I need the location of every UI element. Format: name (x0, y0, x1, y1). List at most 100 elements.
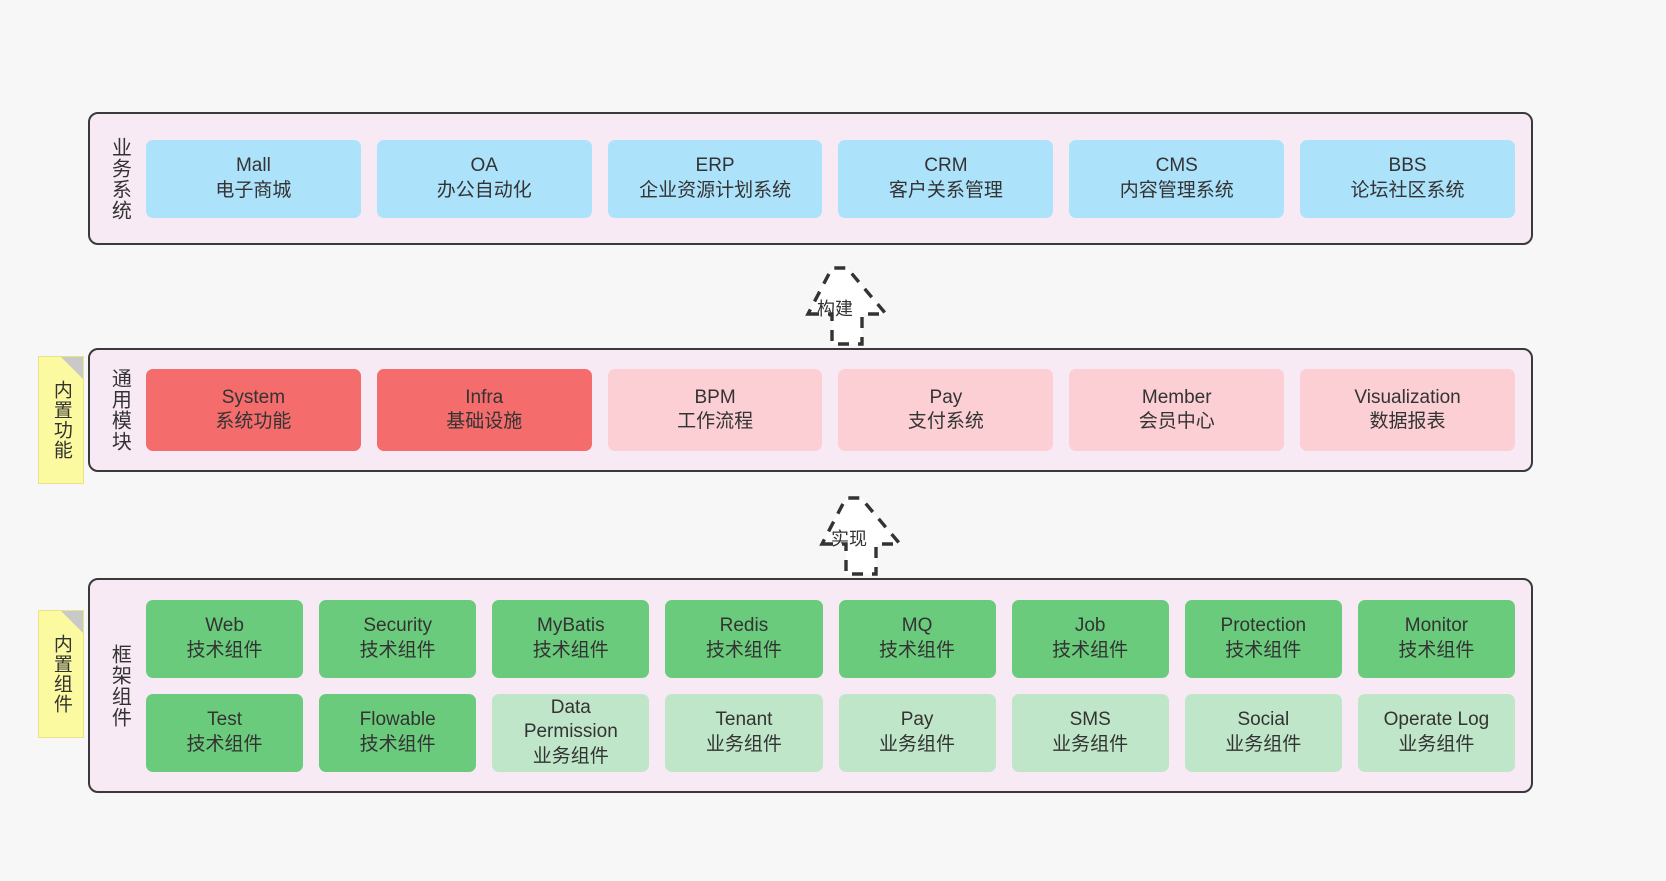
card-title: Test (207, 709, 242, 731)
card-row: System 系统功能 Infra 基础设施 BPM 工作流程 Pay 支付系统… (146, 369, 1515, 451)
card-title: Job (1074, 615, 1106, 637)
card-title: BPM (694, 386, 736, 408)
card-title: MyBatis (537, 615, 605, 637)
card-subtitle: 技术组件 (359, 733, 436, 755)
card-job[interactable]: Job 技术组件 (1011, 599, 1169, 678)
card-subtitle: 技术组件 (1225, 639, 1302, 661)
card-subtitle: 电子商城 (215, 179, 292, 201)
card-title: Pay (929, 386, 963, 408)
card-subtitle: 企业资源计划系统 (639, 179, 792, 201)
card-subtitle: 技术组件 (186, 639, 263, 661)
card-subtitle: 业务组件 (879, 733, 956, 755)
note-fold-corner-icon (61, 357, 83, 379)
card-subtitle: 会员中心 (1138, 411, 1215, 432)
card-title: Member (1141, 386, 1212, 408)
card-subtitle: 技术组件 (186, 733, 263, 755)
card-row-business: Test 技术组件 Flowable 技术组件 Data Permission … (146, 693, 1515, 772)
card-security[interactable]: Security 技术组件 (319, 599, 477, 678)
card-title: Redis (719, 615, 769, 637)
connector-implement-label: 实现 (831, 529, 867, 549)
card-infra[interactable]: Infra 基础设施 (376, 369, 592, 451)
card-title: Monitor (1404, 615, 1469, 637)
card-subtitle: 工作流程 (677, 411, 754, 432)
card-erp[interactable]: ERP 企业资源计划系统 (607, 139, 823, 218)
card-flowable[interactable]: Flowable 技术组件 (319, 693, 477, 772)
card-subtitle: 业务组件 (1398, 733, 1475, 755)
card-test[interactable]: Test 技术组件 (146, 693, 304, 772)
card-subtitle: 办公自动化 (436, 179, 532, 201)
card-row: Mall 电子商城 OA 办公自动化 ERP 企业资源计划系统 CRM 客户关系… (146, 139, 1515, 218)
card-subtitle: 论坛社区系统 (1350, 179, 1465, 201)
card-title: CRM (924, 155, 968, 177)
card-title: Flowable (359, 709, 436, 731)
card-subtitle: 技术组件 (879, 639, 956, 661)
layer-framework-components: 框架组件 Web 技术组件 Security 技术组件 MyBatis 技术组件… (88, 578, 1533, 793)
layer-title-framework-components: 框架组件 (108, 643, 131, 728)
card-mybatis[interactable]: MyBatis 技术组件 (492, 599, 650, 678)
card-title: Social (1237, 709, 1290, 731)
card-title: Infra (465, 386, 504, 408)
card-mq[interactable]: MQ 技术组件 (838, 599, 996, 678)
card-subtitle: 系统功能 (215, 411, 292, 432)
note-builtin-functions: 内置功能 (38, 356, 84, 484)
card-subtitle: 客户关系管理 (888, 179, 1003, 201)
card-title: ERP (695, 155, 735, 177)
layer-common-modules: 通用模块 System 系统功能 Infra 基础设施 BPM 工作流程 Pay… (88, 348, 1533, 472)
card-title: Security (363, 615, 432, 637)
card-subtitle: 技术组件 (1398, 639, 1475, 661)
card-title: Pay (900, 709, 934, 731)
card-title: OA (470, 155, 498, 177)
card-web[interactable]: Web 技术组件 (146, 599, 304, 678)
card-title: Data Permission (523, 697, 618, 743)
card-visualization[interactable]: Visualization 数据报表 (1300, 369, 1515, 451)
connector-build-label: 构建 (817, 299, 853, 319)
card-tenant[interactable]: Tenant 业务组件 (665, 693, 823, 772)
card-subtitle: 技术组件 (705, 639, 782, 661)
card-cms[interactable]: CMS 内容管理系统 (1069, 139, 1285, 218)
card-bpm[interactable]: BPM 工作流程 (607, 369, 823, 451)
card-title: System (221, 386, 286, 408)
layer-title-business-systems: 业务系统 (108, 136, 131, 221)
card-subtitle: 内容管理系统 (1119, 179, 1234, 201)
card-crm[interactable]: CRM 客户关系管理 (838, 139, 1054, 218)
card-title: Operate Log (1383, 709, 1490, 731)
card-subtitle: 业务组件 (705, 733, 782, 755)
layer-body-business-systems: Mall 电子商城 OA 办公自动化 ERP 企业资源计划系统 CRM 客户关系… (142, 114, 1531, 243)
connector-implement-arrow (819, 496, 904, 576)
note-builtin-components: 内置组件 (38, 610, 84, 738)
card-social[interactable]: Social 业务组件 (1184, 693, 1342, 772)
card-title: CMS (1155, 155, 1198, 177)
note-fold-corner-icon (61, 611, 83, 633)
card-protection[interactable]: Protection 技术组件 (1184, 599, 1342, 678)
card-mall[interactable]: Mall 电子商城 (146, 139, 361, 218)
card-subtitle: 技术组件 (359, 639, 436, 661)
card-title: BBS (1388, 155, 1427, 177)
card-data-permission[interactable]: Data Permission 业务组件 (492, 693, 650, 772)
card-title: Visualization (1354, 386, 1461, 408)
layer-title-common-modules: 通用模块 (108, 368, 131, 452)
card-subtitle: 业务组件 (1052, 733, 1129, 755)
card-pay[interactable]: Pay 支付系统 (838, 369, 1054, 451)
card-redis[interactable]: Redis 技术组件 (665, 599, 823, 678)
connector-build-arrow (805, 266, 890, 346)
card-monitor[interactable]: Monitor 技术组件 (1357, 599, 1515, 678)
layer-body-common-modules: System 系统功能 Infra 基础设施 BPM 工作流程 Pay 支付系统… (142, 350, 1531, 470)
card-pay-business[interactable]: Pay 业务组件 (838, 693, 996, 772)
card-bbs[interactable]: BBS 论坛社区系统 (1300, 139, 1515, 218)
card-subtitle: 技术组件 (532, 639, 609, 661)
layer-business-systems: 业务系统 Mall 电子商城 OA 办公自动化 ERP 企业资源计划系统 CRM… (88, 112, 1533, 245)
card-sms[interactable]: SMS 业务组件 (1011, 693, 1169, 772)
card-title: Mall (235, 155, 271, 177)
card-oa[interactable]: OA 办公自动化 (376, 139, 592, 218)
card-system[interactable]: System 系统功能 (146, 369, 361, 451)
note-label: 内置功能 (50, 380, 72, 460)
card-subtitle: 业务组件 (532, 745, 609, 767)
card-operate-log[interactable]: Operate Log 业务组件 (1357, 693, 1515, 772)
card-member[interactable]: Member 会员中心 (1069, 369, 1285, 451)
card-subtitle: 业务组件 (1225, 733, 1302, 755)
layer-body-framework-components: Web 技术组件 Security 技术组件 MyBatis 技术组件 Redi… (142, 580, 1531, 791)
card-subtitle: 数据报表 (1369, 411, 1446, 432)
card-title: MQ (901, 615, 933, 637)
card-row-technical: Web 技术组件 Security 技术组件 MyBatis 技术组件 Redi… (146, 599, 1515, 678)
